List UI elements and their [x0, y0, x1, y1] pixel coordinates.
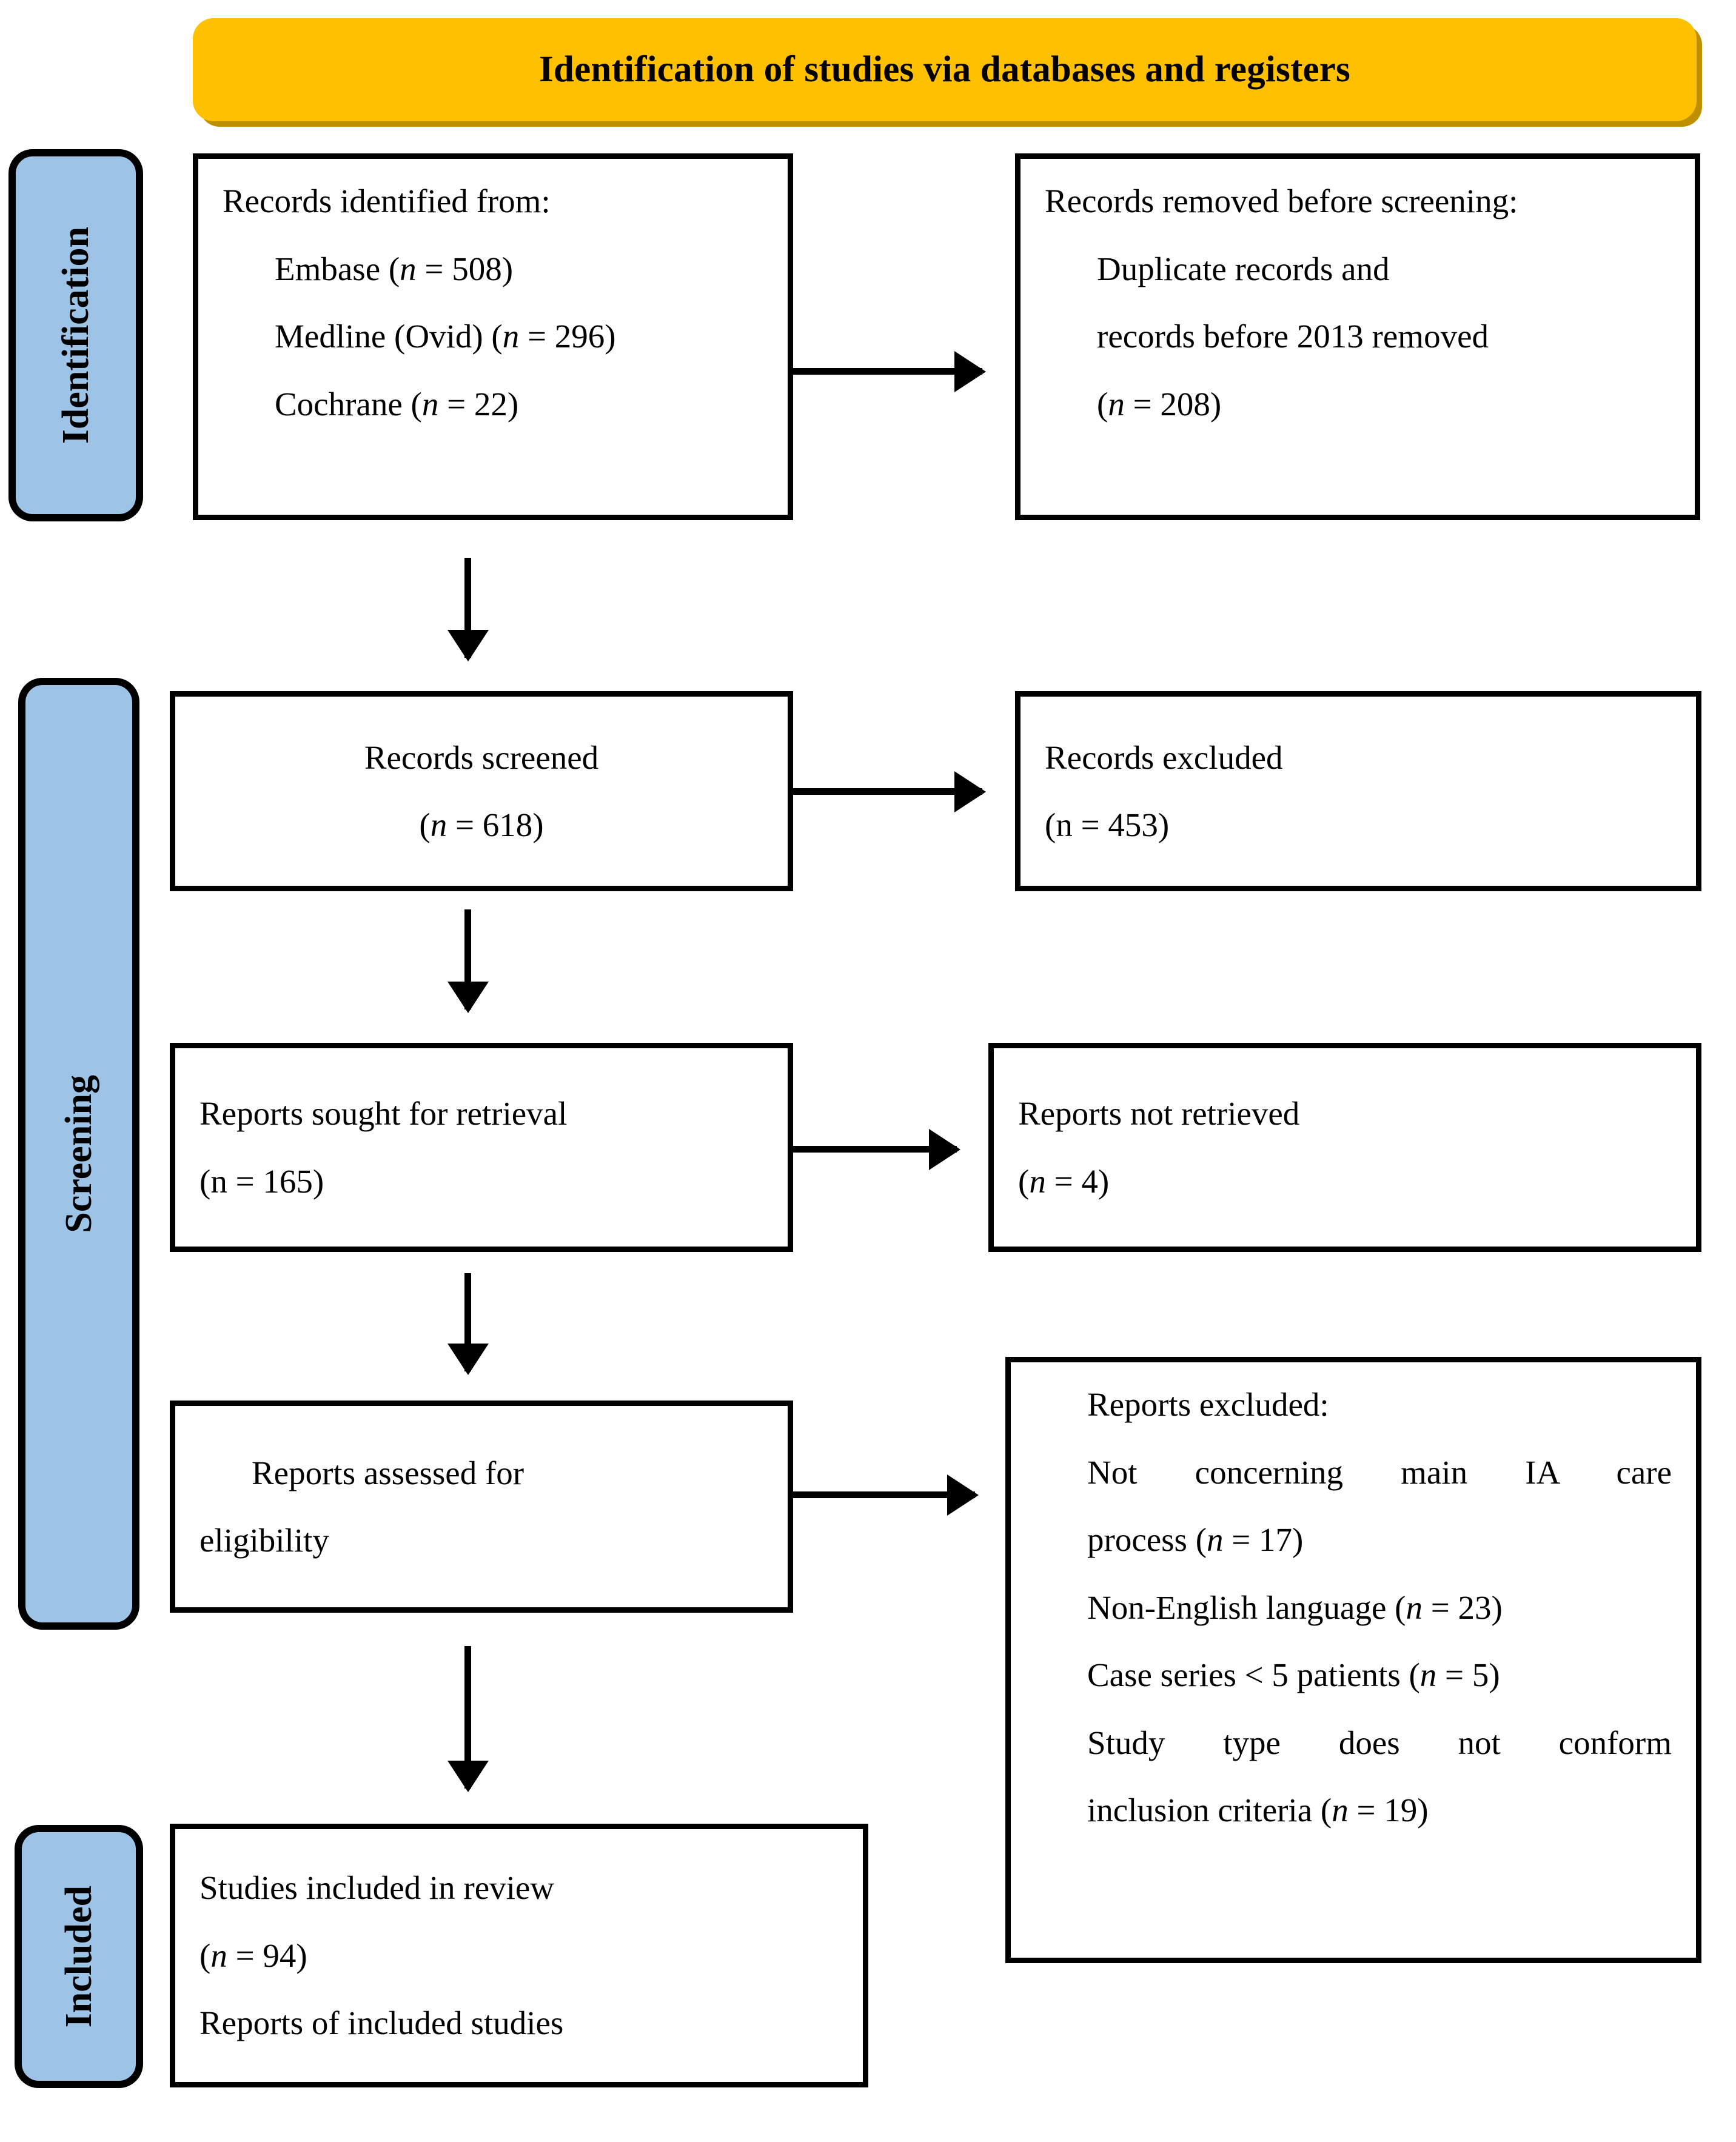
box-records-excluded: Records excluded (n = 453)	[1015, 691, 1701, 891]
records-screened-label: Records screened	[364, 738, 599, 776]
box-records-screened: Records screened (n = 618)	[170, 691, 793, 891]
box-reports-not-retrieved: Reports not retrieved (n = 4)	[988, 1043, 1701, 1252]
phase-included-text: Included	[58, 1885, 99, 2028]
records-removed-line-before2013: records before 2013 removed	[1097, 318, 1489, 355]
source-embase: Embase (n = 508)	[275, 250, 514, 287]
phase-label-identification: Identification	[8, 149, 143, 521]
records-screened-count: (n = 618)	[419, 806, 544, 843]
box-records-identified: Records identified from: Embase (n = 508…	[193, 153, 793, 520]
reports-sought-count: (n = 165)	[199, 1162, 324, 1200]
reports-assessed-line1: Reports assessed for	[252, 1454, 524, 1491]
phase-identification-text: Identification	[55, 226, 96, 444]
box-studies-included: Studies included in review (n = 94) Repo…	[170, 1824, 868, 2087]
reports-of-included-studies: Reports of included studies	[199, 2004, 564, 2042]
arrow-sought-to-assessed	[464, 1273, 471, 1371]
reason-study-type-line2: inclusion criteria (n = 19)	[1087, 1792, 1429, 1829]
records-removed-line-duplicates: Duplicate records and	[1097, 250, 1390, 287]
arrow-assessed-to-excluded	[793, 1491, 975, 1498]
phase-label-included: Included	[15, 1825, 143, 2088]
records-removed-count: (n = 208)	[1097, 385, 1222, 423]
reports-sought-label: Reports sought for retrieval	[199, 1095, 568, 1132]
arrow-assessed-to-included	[464, 1646, 471, 1789]
source-medline: Medline (Ovid) (n = 296)	[275, 318, 616, 355]
reason-case-series: Case series < 5 patients (n = 5)	[1087, 1656, 1500, 1693]
banner-title: Identification of studies via databases …	[539, 49, 1350, 90]
reason-study-type-line1: Study type does not conform	[1087, 1724, 1672, 1761]
arrow-screened-to-excluded	[793, 788, 982, 795]
phase-screening-text: Screening	[58, 1074, 99, 1233]
reports-not-retrieved-count: (n = 4)	[1018, 1162, 1110, 1200]
reports-not-retrieved-label: Reports not retrieved	[1018, 1095, 1300, 1132]
reason-non-english: Non-English language (n = 23)	[1087, 1588, 1503, 1626]
records-removed-heading: Records removed before screening:	[1045, 182, 1518, 219]
reason-not-concerning-line2: process (n = 17)	[1087, 1521, 1304, 1558]
records-excluded-label: Records excluded	[1045, 738, 1283, 776]
reason-not-concerning-line1: Not concerning main IA care	[1087, 1453, 1672, 1491]
reports-excluded-heading: Reports excluded:	[1087, 1386, 1329, 1423]
arrow-identified-to-removed	[793, 368, 982, 375]
box-reports-excluded-reasons: Reports excluded: Not concerning main IA…	[1005, 1357, 1701, 1963]
box-records-removed: Records removed before screening: Duplic…	[1015, 153, 1700, 520]
arrow-identified-to-screened	[464, 558, 471, 658]
source-cochrane: Cochrane (n = 22)	[275, 385, 519, 423]
reports-assessed-line2: eligibility	[199, 1522, 329, 1559]
identification-banner: Identification of studies via databases …	[193, 18, 1697, 121]
phase-label-screening: Screening	[18, 678, 139, 1630]
arrow-screened-to-sought	[464, 909, 471, 1009]
records-excluded-count: (n = 453)	[1045, 806, 1170, 843]
arrow-sought-to-not-retrieved	[793, 1146, 957, 1153]
box-reports-sought: Reports sought for retrieval (n = 165)	[170, 1043, 793, 1252]
studies-included-label: Studies included in review	[199, 1869, 555, 1907]
records-identified-heading: Records identified from:	[223, 182, 551, 219]
studies-included-count: (n = 94)	[199, 1936, 307, 1974]
box-reports-assessed: Reports assessed for eligibility	[170, 1401, 793, 1613]
